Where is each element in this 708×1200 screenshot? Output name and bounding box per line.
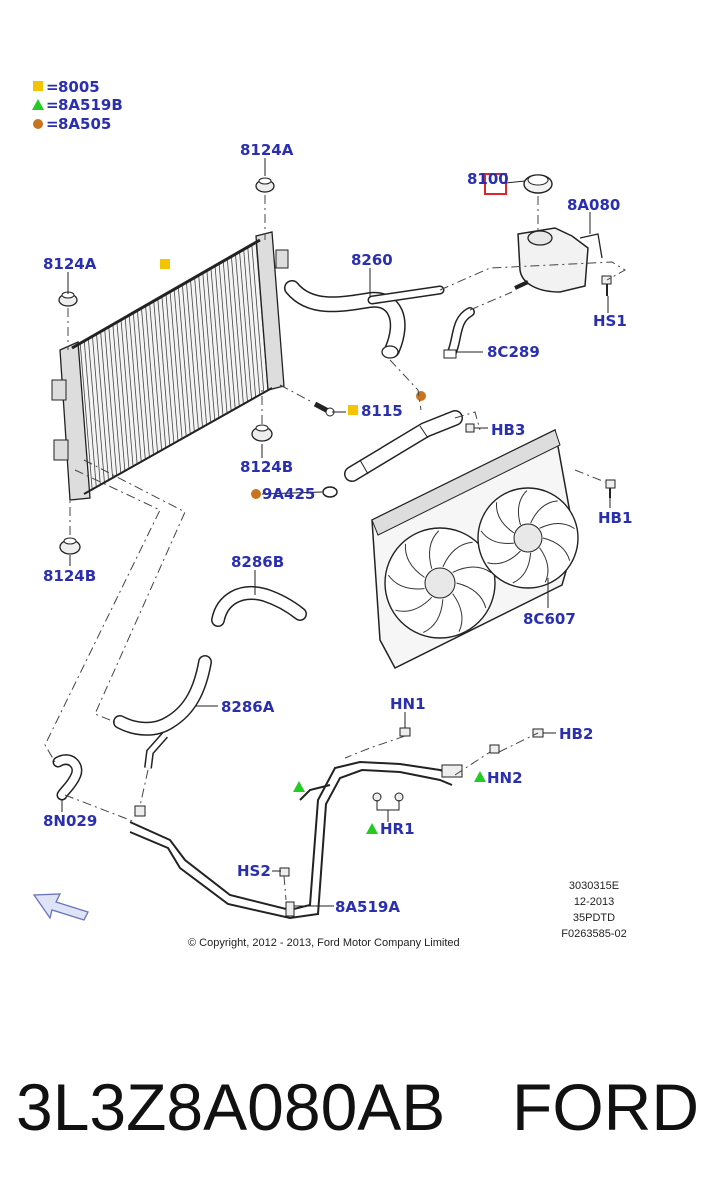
legend-circle-marker-9a425 [251, 489, 261, 499]
label-hb2: HB2 [559, 725, 593, 743]
label-8286a: 8286A [221, 698, 275, 716]
highlight-box [484, 173, 507, 195]
reservoir-cap-8100 [523, 174, 553, 194]
lower-hose [344, 410, 463, 482]
bolt-hb1 [605, 479, 616, 498]
legend-eq: = [46, 96, 59, 114]
label-8c607: 8C607 [523, 610, 576, 628]
label-hs1: HS1 [593, 312, 627, 330]
meta-line-4: F0263585-02 [561, 928, 626, 940]
screw-hs2 [279, 867, 290, 877]
label-8124a-top: 8124A [240, 141, 294, 159]
label-8a080: 8A080 [567, 196, 620, 214]
brand-name: FORD [512, 1070, 699, 1144]
meta-line-3: 35PDTD [573, 912, 615, 924]
fan-right-blades [480, 490, 575, 584]
legend-eq: = [46, 115, 59, 133]
legend-square-marker-radiator [160, 259, 170, 269]
legend-eq: = [46, 78, 59, 96]
label-hn2: HN2 [487, 769, 523, 787]
label-8100: 8100 [467, 170, 509, 188]
legend-code-8a505: 8A505 [58, 115, 111, 133]
label-8124b-mid: 8124B [240, 458, 293, 476]
front-arrow-icon [32, 893, 89, 921]
legend-code-8005: 8005 [58, 78, 100, 96]
mount-8124b-low [59, 537, 81, 555]
legend-circle-marker-hose [416, 391, 426, 401]
legend-square-marker-8115 [348, 405, 358, 415]
hose-8286a [113, 655, 212, 769]
bolt-hs1 [601, 275, 612, 296]
legend-triangle-icon [32, 99, 44, 110]
mount-8124a-left [58, 291, 78, 307]
legend-square-icon [33, 81, 43, 91]
label-8a519a: 8A519A [335, 898, 400, 916]
label-8124a-left: 8124A [43, 255, 97, 273]
fan-right [477, 487, 579, 589]
meta-line-2: 12-2013 [574, 896, 614, 908]
clip-hr1 [372, 792, 404, 802]
heater-tubes [129, 760, 463, 920]
hose-8n029 [52, 754, 83, 801]
label-8260: 8260 [351, 251, 393, 269]
legend-triangle-marker-tube [293, 781, 305, 792]
label-hb3: HB3 [491, 421, 525, 439]
label-8124b-low: 8124B [43, 567, 96, 585]
label-8286b: 8286B [231, 553, 284, 571]
label-8c289: 8C289 [487, 343, 540, 361]
mount-8124a-top [255, 177, 275, 193]
legend-triangle-marker-hr1 [366, 823, 378, 834]
clip-hb3 [465, 423, 475, 433]
label-9a425: 9A425 [262, 485, 315, 503]
nut-hn2 [489, 744, 500, 754]
fan-shroud-8c607 [371, 428, 579, 669]
hose-8c289 [443, 307, 475, 359]
label-hn1: HN1 [390, 695, 426, 713]
legend-circle-icon [33, 119, 43, 129]
part-number: 3L3Z8A080AB [16, 1070, 445, 1144]
hose-8286b [211, 586, 307, 627]
label-hb1: HB1 [598, 509, 632, 527]
label-8115: 8115 [361, 402, 403, 420]
label-hr1: HR1 [380, 820, 415, 838]
fan-left-blades [387, 530, 492, 633]
meta-line-1: 3030315E [569, 880, 619, 892]
nut-hn1 [399, 727, 411, 737]
legend: = 8005 = 8A519B = 8A505 [32, 78, 123, 133]
coolant-reservoir [514, 227, 603, 293]
radiator [51, 231, 289, 501]
o-ring-9a425 [322, 486, 338, 498]
upper-hose-8260 [284, 280, 445, 359]
legend-triangle-marker-hn2 [474, 771, 486, 782]
legend-code-8a519b: 8A519B [58, 96, 123, 114]
copyright-text: © Copyright, 2012 - 2013, Ford Motor Com… [188, 937, 460, 949]
label-8n029: 8N029 [43, 812, 97, 830]
assembly-lines [44, 195, 626, 901]
label-hs2: HS2 [237, 862, 271, 880]
sensor-8115 [313, 401, 335, 417]
mount-8124b-mid [251, 424, 273, 442]
leader-lines [61, 158, 611, 907]
fan-left [384, 527, 496, 639]
